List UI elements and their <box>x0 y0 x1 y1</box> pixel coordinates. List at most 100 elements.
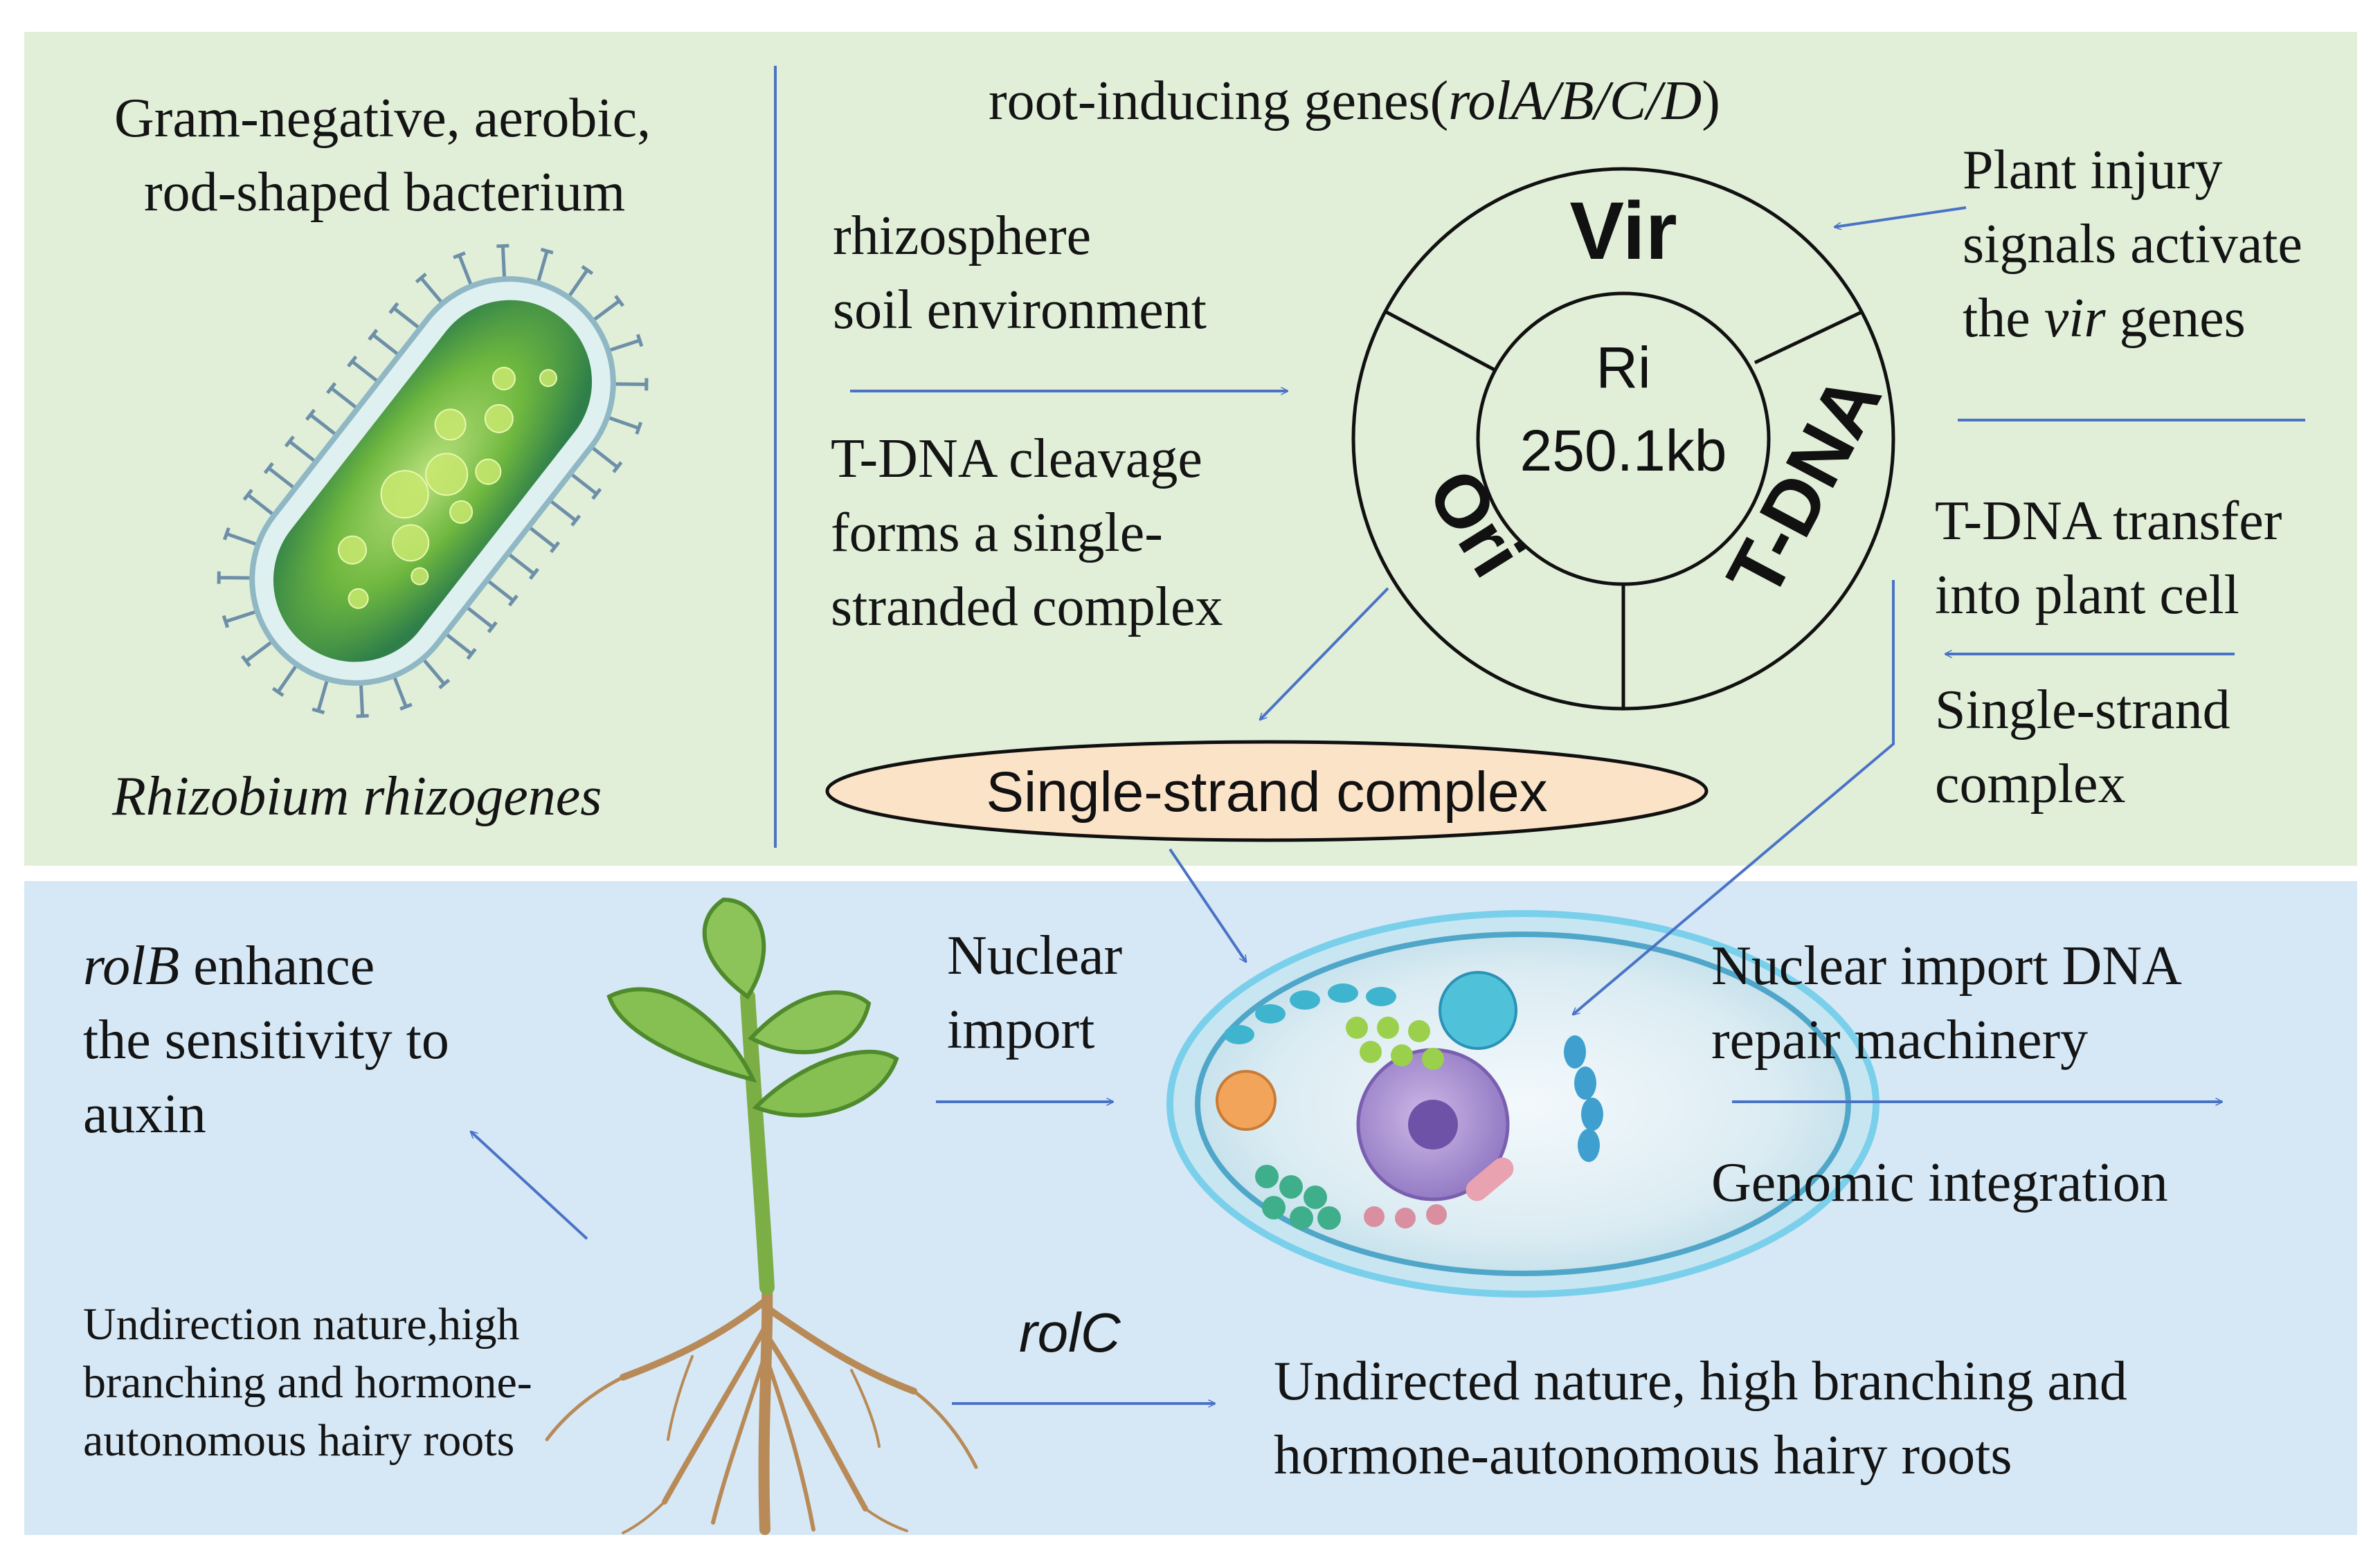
bacterium-pilus <box>421 657 451 690</box>
plant-root <box>758 1275 773 1535</box>
bacterium-pilus <box>528 525 561 554</box>
bacterium-pilus <box>569 472 602 500</box>
bacterium-pilus <box>507 552 539 580</box>
cell-dot <box>1408 1020 1430 1042</box>
rhizosphere-line2: soil environment <box>833 280 1207 340</box>
plant-root <box>864 1507 908 1532</box>
cell-dot <box>1395 1208 1416 1228</box>
bacterium-pilus <box>536 247 554 284</box>
rolb-line3: auxin <box>83 1084 206 1145</box>
genomic-integration: Genomic integration <box>1711 1152 2168 1213</box>
repair-line1: Nuclear import DNA <box>1711 936 2182 997</box>
cell-dot <box>1255 1165 1279 1188</box>
bacterium-illustration <box>217 244 649 718</box>
plant-cell-illustration <box>1166 910 1879 1298</box>
bacterium-pilus <box>392 675 413 711</box>
plant-root <box>622 1500 666 1534</box>
bacterium-pilus <box>312 678 330 715</box>
cell-dot <box>1564 1035 1586 1069</box>
plant-root <box>766 1361 815 1532</box>
plasmid-segment-vir: Vir <box>1569 185 1677 277</box>
cell-dot <box>1426 1204 1447 1225</box>
rolb-line1: rolB enhance <box>83 934 375 998</box>
cell-dot <box>1364 1206 1385 1227</box>
plant-root <box>912 1389 978 1469</box>
bacterium-pilus <box>356 682 369 718</box>
cell-dot <box>1422 1048 1444 1070</box>
plant-root <box>764 1333 868 1511</box>
bacterium-pilus <box>566 265 594 299</box>
plant-leaf-top <box>702 897 766 1000</box>
cell-dot <box>1255 1004 1286 1024</box>
plasmid-divider-upper-left <box>1384 309 1497 372</box>
plant-root <box>620 1298 768 1381</box>
arrow-complex-to-cell <box>1169 848 1247 962</box>
plant-root <box>667 1355 694 1441</box>
bacterium-pilus <box>284 435 317 464</box>
small-roots-line1: Undirection nature,high <box>83 1299 520 1350</box>
cell-organelle-dots <box>1224 983 1603 1230</box>
single-strand-right-line2: complex <box>1935 754 2126 815</box>
plant-leaf-left <box>606 987 757 1083</box>
bacterium-pilus <box>388 302 422 330</box>
nuclear-import-line2: import <box>947 999 1095 1060</box>
ri-plasmid: Vir T-DNA Ori Ri 250.1kb <box>1351 167 1898 711</box>
arrow-tdna-transfer-to-cell <box>1573 580 1895 1015</box>
small-roots-line2: branching and hormone- <box>83 1357 532 1408</box>
cell-dot <box>1346 1017 1368 1039</box>
bacterium-pilus <box>590 445 623 473</box>
plasmid-name: Ri <box>1596 335 1650 400</box>
arrows <box>471 206 2305 1404</box>
bacterium-pilus <box>263 462 296 490</box>
rolb-line2: the sensitivity to <box>83 1010 449 1071</box>
arrow-ori-to-complex <box>1260 587 1389 720</box>
cell-dot <box>1328 983 1358 1003</box>
repair-line2: repair machinery <box>1711 1010 2089 1071</box>
bacterium-species-name: Rhizobium rhizogenes <box>112 766 602 827</box>
plant-leaf-right <box>752 1049 899 1118</box>
rhizosphere-line1: rhizosphere <box>833 206 1092 266</box>
cell-dot <box>1366 987 1396 1006</box>
cell-red-organelle <box>1466 1157 1514 1201</box>
plasmid-header-prefix: root-inducing genes( <box>989 71 1449 131</box>
cell-nucleolus <box>1408 1100 1458 1150</box>
plant-roots <box>545 1275 978 1535</box>
cleavage-line3: stranded complex <box>831 576 1223 637</box>
cell-dot <box>1262 1196 1286 1219</box>
rolb-gene: rolB <box>83 936 180 997</box>
cell-dot <box>1224 1025 1254 1044</box>
bacterium-pilus <box>222 609 258 628</box>
bacterium-pilus <box>485 579 519 607</box>
cell-dot <box>1360 1041 1382 1063</box>
bacterium-pilus <box>415 272 444 305</box>
cell-dot <box>1377 1017 1399 1039</box>
plasmid-size: 250.1kb <box>1520 418 1727 483</box>
cell-dot <box>1581 1098 1603 1131</box>
rolc-label: rolC <box>1019 1302 1121 1363</box>
cell-dot <box>1279 1175 1303 1199</box>
bacterium-pilus <box>465 605 498 633</box>
small-roots-line3: autonomous hairy roots <box>83 1415 515 1466</box>
arrow-injury-to-vir <box>1834 206 1967 227</box>
plant-seedling-illustration <box>545 897 978 1535</box>
bacterium-pilus <box>241 639 274 667</box>
cell-dot <box>1290 990 1320 1010</box>
arrow-plant-to-rolb <box>471 1132 588 1240</box>
transfer-line1: T-DNA transfer <box>1935 491 2282 552</box>
plasmid-header-genes: rolA/B/C/D <box>1448 71 1702 131</box>
bacterium-pilus <box>496 244 510 280</box>
bacterium-granules <box>338 367 557 609</box>
plant-root <box>545 1375 625 1442</box>
cell-dot <box>1391 1044 1413 1066</box>
cell-orange-organelle <box>1216 1070 1277 1131</box>
cell-dot <box>1574 1066 1596 1100</box>
result-line1: Undirected nature, high branching and <box>1274 1351 2127 1412</box>
injury-line3: the vir genes <box>1963 287 2246 350</box>
bacterium-pilus <box>548 498 582 527</box>
cell-dot <box>1290 1206 1313 1230</box>
bacterium-pilus <box>217 571 253 584</box>
cell-dot <box>1317 1206 1341 1230</box>
bacterium-pilus <box>444 632 477 660</box>
plasmid-segment-tdna: T-DNA <box>1710 361 1897 611</box>
plasmid-header-suffix: ) <box>1702 71 1720 131</box>
